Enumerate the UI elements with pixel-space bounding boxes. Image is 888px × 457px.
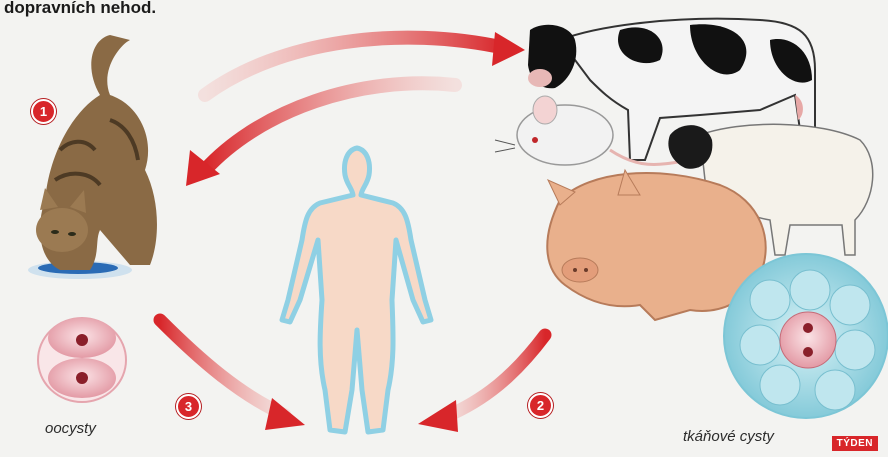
- oocyst-icon: [38, 318, 126, 402]
- oocysts-caption: oocysty: [45, 420, 96, 437]
- tissue-cysts-caption: tkáňové cysty: [683, 428, 774, 445]
- human-figure-icon: [282, 148, 431, 432]
- step-badge-1: 1: [31, 99, 56, 124]
- step-badge-3: 3: [176, 394, 201, 419]
- arrow-animals-to-cat: [186, 83, 455, 186]
- step-badge-2: 2: [528, 393, 553, 418]
- cat-icon: [28, 35, 157, 279]
- tyden-logo: TÝDEN: [832, 436, 878, 451]
- page-heading: dopravních nehod.: [4, 0, 156, 18]
- tissue-cyst-icon: [724, 254, 888, 418]
- arrow-tissue-to-human: [418, 335, 545, 432]
